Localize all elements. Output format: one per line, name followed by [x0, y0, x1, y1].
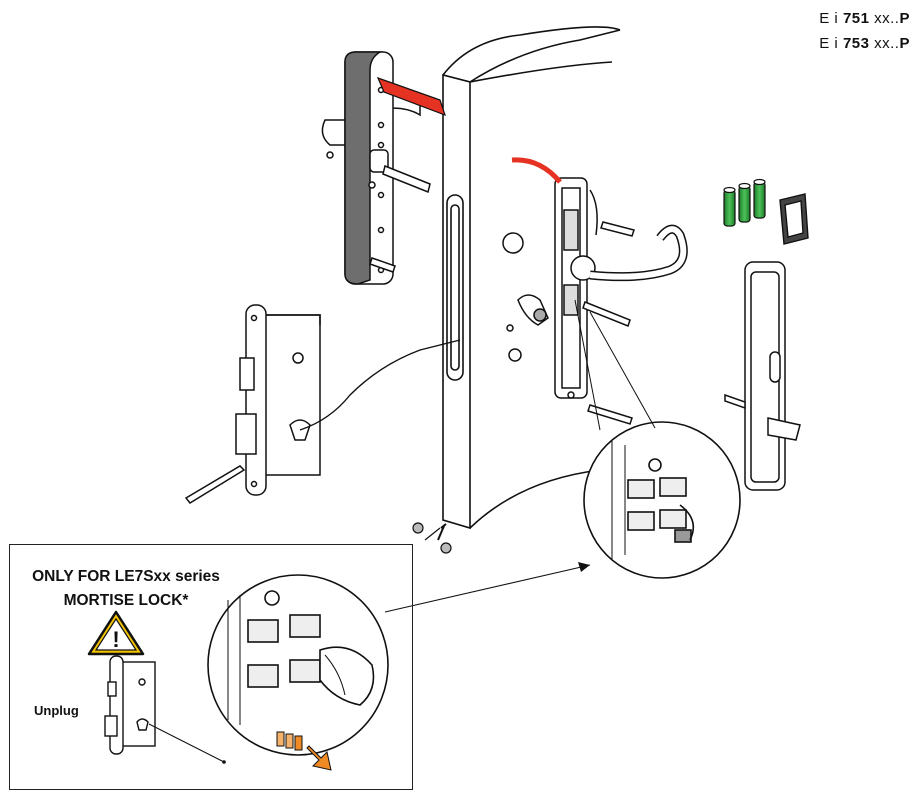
warning-triangle-icon: ! — [87, 610, 145, 656]
inside-module — [502, 177, 635, 425]
lever-handle-fill — [589, 226, 687, 280]
svg-text:!: ! — [112, 627, 119, 652]
inside-red-cable — [511, 157, 562, 184]
inside-escutcheon — [724, 261, 801, 491]
notice-box: ONLY FOR LE7Sxx series MORTISE LOCK* ! U… — [9, 544, 413, 790]
door-screws — [412, 522, 452, 554]
batteries — [723, 178, 766, 227]
model-code-2: E i 753 xx..P — [819, 35, 910, 52]
outside-red-cable — [376, 76, 446, 117]
model-code-1: E i 751 xx..P — [819, 10, 910, 27]
battery-cover — [779, 193, 809, 245]
unplug-arrow-icon — [306, 745, 332, 771]
mortise-wire — [299, 339, 461, 431]
mortise-lock — [184, 304, 321, 504]
door-panel — [442, 26, 621, 530]
unplug-tabs — [276, 731, 303, 751]
detail-zoom-circle — [583, 421, 741, 579]
outside-escutcheon — [321, 51, 431, 285]
zoom-leader-lines — [574, 299, 656, 431]
zoom-link-line — [384, 564, 591, 613]
zoom-link-arrow-icon — [578, 562, 590, 572]
unplug-label: Unplug — [34, 703, 79, 718]
note-zoom-circle — [207, 574, 389, 756]
notice-title: ONLY FOR LE7Sxx series MORTISE LOCK* — [32, 568, 220, 609]
